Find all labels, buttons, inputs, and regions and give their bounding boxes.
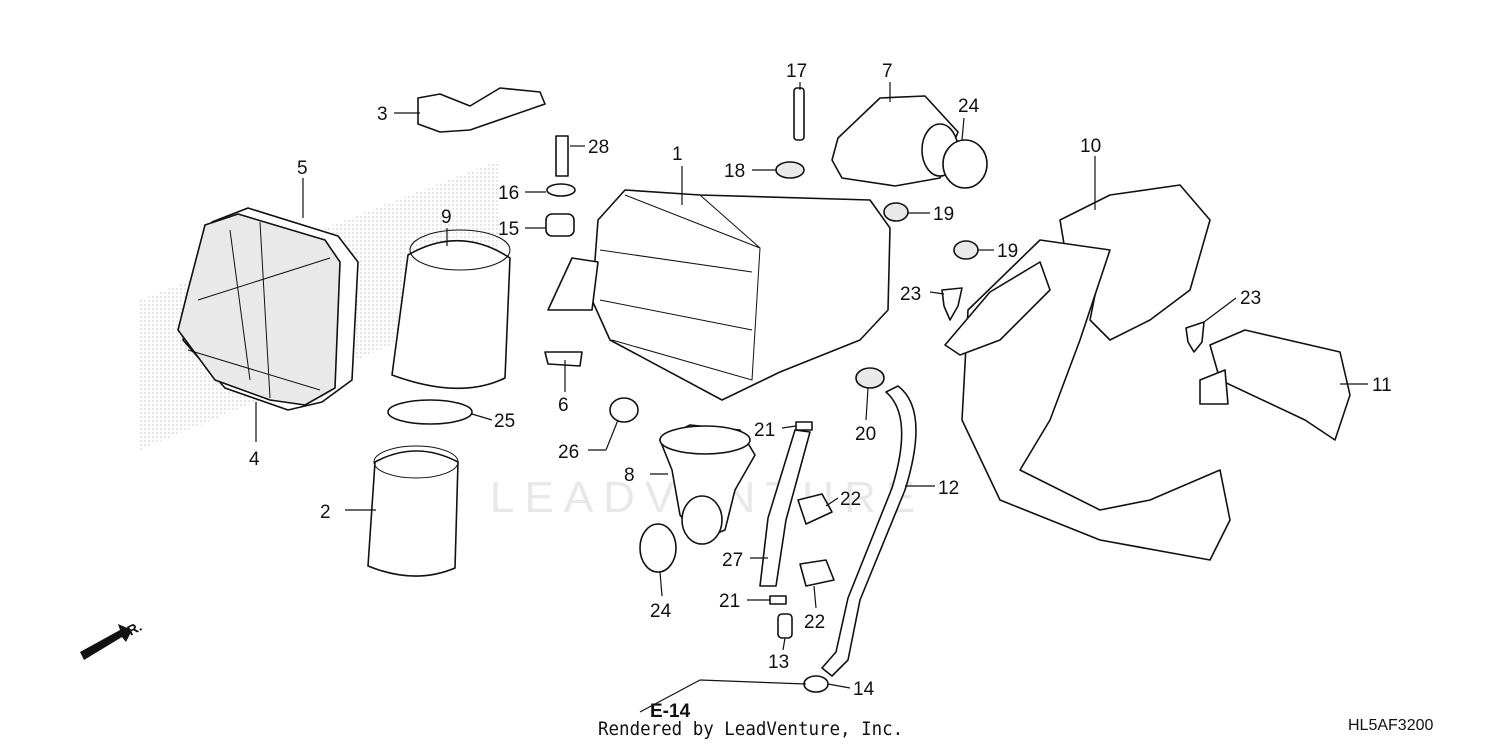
leader-lines [255, 82, 1368, 713]
callout-24-b[interactable]: 24 [650, 601, 672, 622]
callout-23-a[interactable]: 23 [900, 284, 921, 305]
callout-14[interactable]: 14 [853, 679, 875, 700]
inner-filter-top [373, 445, 459, 479]
callout-28[interactable]: 28 [588, 137, 609, 158]
part-21-clip-b[interactable] [769, 595, 787, 605]
part-1-case[interactable] [591, 189, 891, 401]
tube-outlet [681, 495, 723, 545]
part-21-clip-a[interactable] [795, 421, 813, 431]
callout-21-b[interactable]: 21 [719, 591, 740, 612]
callout-27[interactable]: 27 [722, 550, 743, 571]
credit-text: Rendered by LeadVenture, Inc. [598, 718, 904, 740]
callout-20[interactable]: 20 [855, 424, 876, 445]
part-22-holder-b[interactable] [799, 559, 835, 587]
callout-10[interactable]: 10 [1080, 136, 1101, 157]
reference-e14[interactable]: E-14 [650, 701, 691, 722]
callout-26[interactable]: 26 [558, 442, 579, 463]
part-14-clip[interactable] [803, 675, 829, 693]
callout-19-a[interactable]: 19 [933, 204, 954, 225]
callout-11[interactable]: 11 [1372, 375, 1392, 396]
callout-23-b[interactable]: 23 [1240, 288, 1261, 309]
callout-5[interactable]: 5 [297, 158, 308, 179]
part-24-clamp-lower[interactable] [639, 523, 677, 573]
callout-18[interactable]: 18 [724, 161, 745, 182]
duct-body [961, 239, 1231, 561]
part-23-clip-a[interactable] [941, 287, 963, 321]
part-17-sensor[interactable] [793, 87, 805, 141]
part-25-band[interactable] [387, 399, 473, 425]
part-27-tube[interactable] [759, 429, 811, 587]
part-12-drain-hose[interactable] [821, 385, 917, 677]
front-arrow-icon [80, 624, 132, 660]
part-19-grommet-b[interactable] [953, 240, 979, 260]
callout-1[interactable]: 1 [672, 144, 683, 165]
part-15-grommet[interactable] [545, 213, 575, 237]
part-6-fitting[interactable] [544, 351, 583, 367]
tube-top [659, 425, 751, 455]
callout-22-a[interactable]: 22 [840, 489, 861, 510]
part-26-grommet[interactable] [609, 397, 639, 423]
callout-19-b[interactable]: 19 [997, 241, 1018, 262]
part-9-filter[interactable] [391, 239, 511, 390]
duct-bracket [944, 261, 1051, 356]
callout-17[interactable]: 17 [786, 61, 807, 82]
callout-6[interactable]: 6 [558, 395, 569, 416]
callout-8[interactable]: 8 [624, 465, 635, 486]
diagram-code: HL5AF3200 [1348, 717, 1434, 734]
callout-4[interactable]: 4 [249, 449, 260, 470]
callout-24-a[interactable]: 24 [958, 96, 980, 117]
part-24-clamp-upper[interactable] [942, 139, 988, 189]
case-bracket [547, 257, 599, 311]
lid-ribs [187, 221, 331, 399]
part-11-cover[interactable] [1209, 329, 1351, 441]
part-20-grommet[interactable] [855, 367, 885, 389]
case-inner [599, 194, 761, 381]
callout-25[interactable]: 25 [494, 411, 515, 432]
part-13-joint[interactable] [777, 613, 793, 639]
cover-bracket [1199, 369, 1229, 405]
callout-9[interactable]: 9 [441, 207, 452, 228]
callout-labels: 1 2 3 4 5 6 7 8 9 10 11 12 13 14 15 16 1… [249, 61, 1392, 700]
part-4-lid[interactable] [177, 213, 341, 406]
callout-12[interactable]: 12 [938, 478, 959, 499]
callout-15[interactable]: 15 [498, 219, 519, 240]
callout-7[interactable]: 7 [882, 61, 893, 82]
callout-2[interactable]: 2 [320, 502, 331, 523]
callout-16[interactable]: 16 [498, 183, 519, 204]
part-2-inner-filter[interactable] [367, 450, 459, 577]
part-18-grommet[interactable] [775, 161, 805, 179]
part-22-holder-a[interactable] [797, 493, 833, 525]
callout-13[interactable]: 13 [768, 652, 789, 673]
filter-top [409, 229, 511, 271]
part-28-bolt[interactable] [555, 135, 569, 177]
front-label: FR. [117, 618, 144, 643]
callout-22-b[interactable]: 22 [804, 612, 825, 633]
callout-3[interactable]: 3 [377, 104, 388, 125]
part-3-cover[interactable] [417, 87, 546, 133]
part-16-washer[interactable] [546, 183, 576, 197]
part-19-grommet-a[interactable] [883, 202, 909, 222]
callout-21-a[interactable]: 21 [754, 420, 775, 441]
part-23-clip-b[interactable] [1185, 321, 1205, 353]
